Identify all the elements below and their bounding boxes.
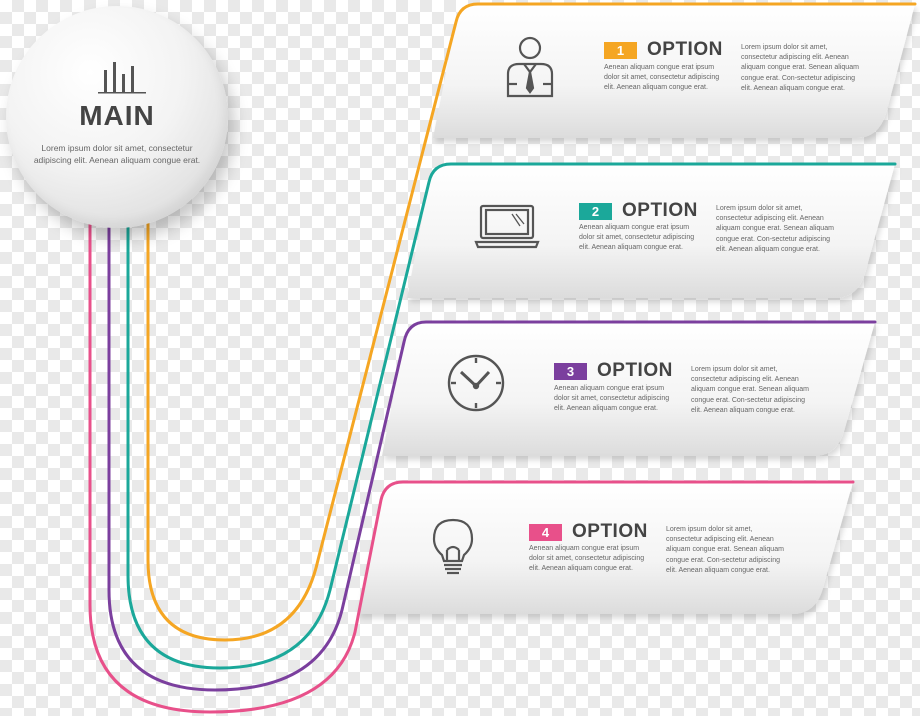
connector-line-1 (146, 2, 917, 642)
main-node: MAIN Lorem ipsum dolor sit amet, consect… (6, 6, 228, 228)
option-2-panel (407, 164, 895, 298)
option-1-number-badge: 1 (604, 41, 637, 59)
main-description: Lorem ipsum dolor sit amet, consectetur … (33, 143, 201, 165)
option-4-text-right: Lorem ipsum dolor sit amet, consectetur … (666, 526, 784, 574)
option-4-label: OPTION (572, 521, 648, 542)
option-4-text-left: Aenean aliquam congue erat ipsum dolor s… (529, 545, 645, 573)
option-2-text-left: Aenean aliquam congue erat ipsum dolor s… (579, 224, 695, 252)
option-1-text-left: Aenean aliquam congue erat ipsum dolor s… (604, 64, 720, 92)
laptop-icon (474, 204, 540, 249)
option-1-panel (433, 4, 915, 138)
option-3-text-left: Aenean aliquam congue erat ipsum dolor s… (554, 385, 670, 413)
option-3-header: 3 OPTION (554, 360, 673, 382)
option-4-panel (357, 482, 853, 614)
option-1-label: OPTION (647, 39, 723, 60)
option-1-header: 1 OPTION (604, 39, 723, 61)
main-title: MAIN (79, 100, 155, 131)
option-3-number-badge: 3 (554, 362, 587, 380)
option-3-panel (382, 322, 875, 456)
businessman-icon (506, 36, 554, 98)
option-2-label: OPTION (622, 200, 698, 221)
bar-chart-icon (98, 62, 146, 94)
option-3-label: OPTION (597, 360, 673, 381)
option-2-text-right: Lorem ipsum dolor sit amet, consectetur … (716, 205, 834, 253)
option-4-number-badge: 4 (529, 523, 562, 541)
connector-line-3 (107, 220, 877, 692)
option-2-number-badge: 2 (579, 202, 612, 220)
connector-line-2 (126, 162, 897, 670)
option-4-header: 4 OPTION (529, 521, 648, 543)
clock-icon (447, 354, 505, 412)
option-3-text-right: Lorem ipsum dolor sit amet, consectetur … (691, 366, 809, 414)
option-2-header: 2 OPTION (579, 200, 698, 222)
connector-line-4 (88, 220, 855, 714)
option-1-text-right: Lorem ipsum dolor sit amet, consectetur … (741, 44, 859, 92)
lightbulb-icon (432, 518, 474, 575)
